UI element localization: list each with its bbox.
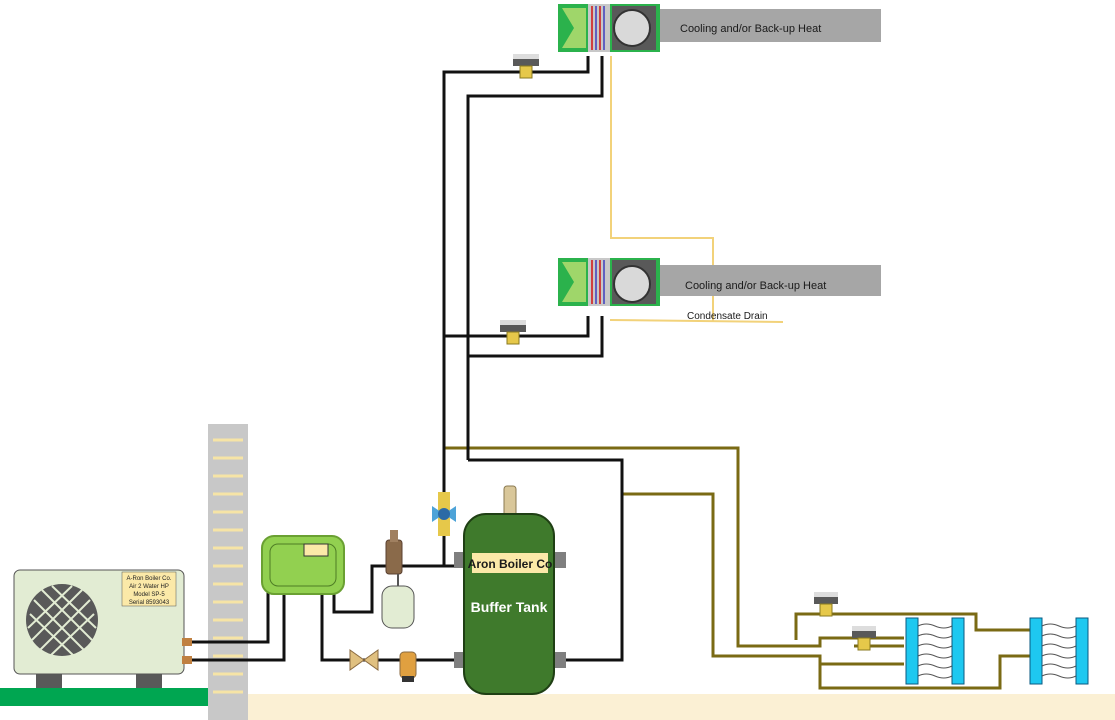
heat-pump-unit — [13, 569, 192, 688]
buffer-tank — [454, 485, 566, 695]
check-valve-icon — [349, 649, 379, 671]
dirt-separator-icon — [399, 651, 417, 682]
hp-plate-line3: Model SP-5 — [133, 592, 165, 598]
chilled-water-piping — [192, 56, 624, 662]
buffer-tank-label: Buffer Tank — [471, 599, 548, 615]
exterior-wall — [208, 424, 248, 720]
zone-valve-mid — [500, 320, 526, 345]
floor-slab — [246, 694, 1115, 720]
condensate-drain-line — [609, 319, 784, 323]
air-handler-mid — [558, 258, 881, 306]
hp-plate-line1: A-Ron Boiler Co. — [126, 576, 171, 582]
air-handler-mid-label: Cooling and/or Back-up Heat — [685, 280, 826, 292]
zone-valve-top — [513, 54, 539, 79]
ground-strip — [0, 688, 210, 706]
radiator-1 — [905, 617, 965, 685]
buffer-tank-brand: Aron Boiler Co — [468, 557, 553, 571]
air-separator — [385, 530, 403, 575]
air-handler-top-label: Cooling and/or Back-up Heat — [680, 23, 821, 35]
controller-box — [261, 535, 345, 595]
hot-water-piping — [444, 446, 1030, 690]
condensate-drain-label: Condensate Drain — [687, 311, 768, 322]
hp-plate-line2: Air 2 Water HP — [129, 584, 169, 590]
zone-valve-radiator-1 — [814, 592, 838, 617]
zone-valve-radiator-2 — [852, 626, 876, 651]
air-handler-top — [558, 4, 881, 52]
expansion-tank — [381, 574, 415, 629]
radiator-2 — [1029, 617, 1089, 685]
hp-plate-line4: Serial 8593043 — [129, 600, 170, 606]
circulator-pump-icon — [432, 492, 456, 536]
